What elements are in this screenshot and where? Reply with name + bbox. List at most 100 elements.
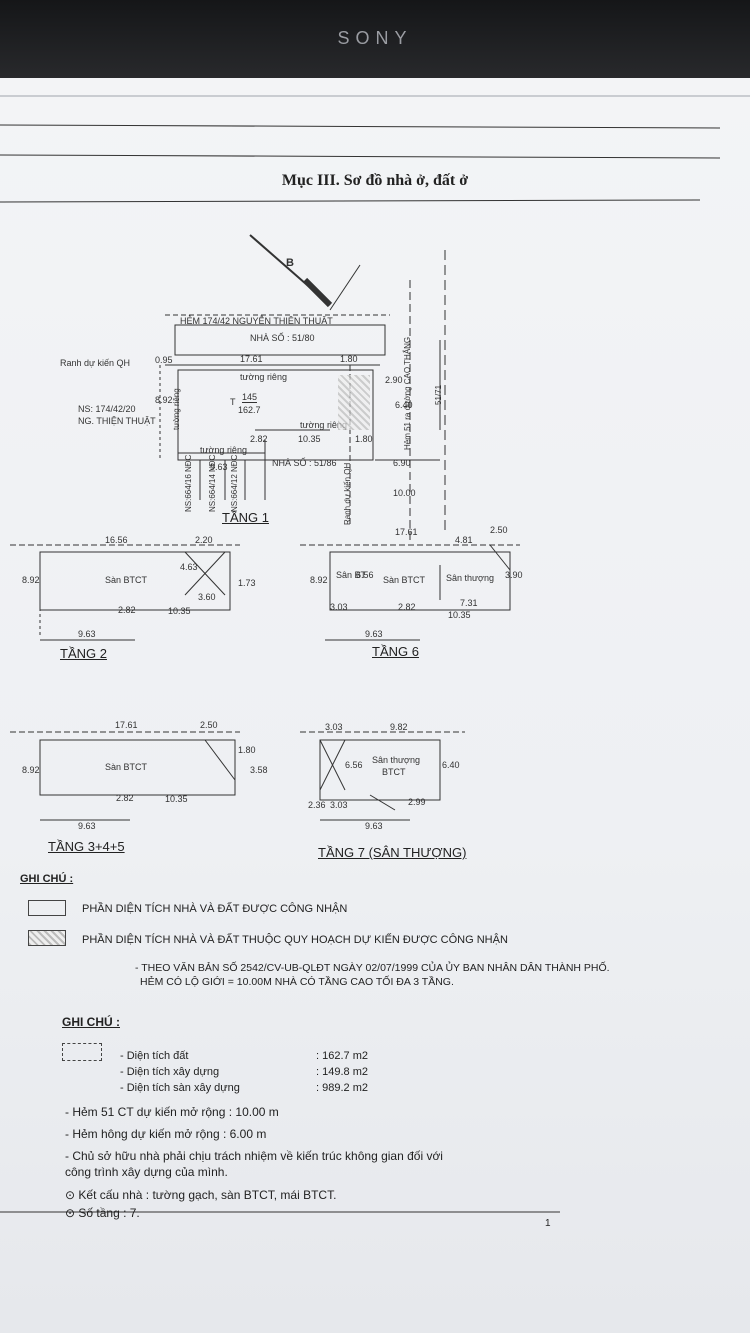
lot-area: 162.7 bbox=[238, 405, 261, 415]
f345-slab-label: Sàn BTCT bbox=[105, 762, 148, 772]
wall-label-1: tường riêng bbox=[240, 372, 287, 382]
f7-dim-2-36: 2.36 bbox=[308, 800, 326, 810]
notes-line-1: - THEO VĂN BẢN SỐ 2542/CV-UB-QLĐT NGÀY 0… bbox=[135, 962, 610, 974]
notes-line-2: HẺM CÓ LỘ GIỚI = 10.00M NHÀ CÓ TẦNG CAO … bbox=[140, 976, 454, 988]
notes2-line-3a: - Chủ sở hữu nhà phải chịu trách nhiệm v… bbox=[65, 1149, 443, 1163]
f6-terrace-label: Sân thượng bbox=[446, 573, 494, 583]
f6-dim-10-35: 10.35 bbox=[448, 610, 471, 620]
dim-2-82: 2.82 bbox=[250, 434, 268, 444]
f345-dim-8-92: 8.92 bbox=[22, 765, 40, 775]
f2-dim-2-82: 2.82 bbox=[118, 605, 136, 615]
f2-slab-label: Sàn BTCT bbox=[105, 575, 148, 585]
page-title: Mục III. Sơ đồ nhà ở, đất ở bbox=[281, 172, 469, 189]
f345-dim-2-50: 2.50 bbox=[200, 720, 218, 730]
alley-top-label: HẺM 174/42 NGUYỄN THIỆN THUẬT bbox=[180, 316, 333, 326]
f7-dim-6-56: 6.56 bbox=[345, 760, 363, 770]
notes2-line-2: - Hẻm hông dự kiến mở rộng : 6.00 m bbox=[65, 1127, 267, 1141]
page-number: 1 bbox=[545, 1218, 551, 1229]
area-build-value: : 149.8 m2 bbox=[316, 1066, 368, 1078]
notes2-line-1: - Hẻm 51 CT dự kiến mở rộng : 10.00 m bbox=[65, 1105, 279, 1119]
notes2-line-3b: công trình xây dựng của mình. bbox=[65, 1165, 228, 1179]
notes-heading-2: GHI CHÚ : bbox=[62, 1015, 120, 1029]
legend-recognized-swatch bbox=[28, 900, 66, 916]
neighbor-left-1: NS: 174/42/20 bbox=[78, 404, 136, 414]
f2-dim-2-20: 2.20 bbox=[195, 535, 213, 545]
floor-7-title: TẦNG 7 (SÂN THƯỢNG) bbox=[318, 845, 467, 860]
neighbor-left-2: NG. THIỆN THUẬT bbox=[78, 416, 156, 426]
neighbor-bottom-1: NS:664/16 NĐC bbox=[184, 454, 193, 512]
f2-dim-9-63: 9.63 bbox=[78, 629, 96, 639]
document-page: Mục III. Sơ đồ nhà ở, đất ở bbox=[0, 100, 750, 1333]
f6-dim-3-90: 3.90 bbox=[505, 570, 523, 580]
area-floor-label: - Diện tích sàn xây dựng bbox=[120, 1082, 240, 1094]
f2-dim-10-35: 10.35 bbox=[168, 606, 191, 616]
f6-dim-8-92: 8.92 bbox=[310, 575, 328, 585]
f345-dim-1-80: 1.80 bbox=[238, 745, 256, 755]
neighbor-bottom-3: NS:664/12 NĐC bbox=[230, 454, 239, 512]
f6-dim-4-81: 4.81 bbox=[455, 535, 473, 545]
f6-dim-17-61: 17.61 bbox=[395, 527, 418, 537]
legend-recognized-text: PHẦN DIỆN TÍCH NHÀ VÀ ĐẤT ĐƯỢC CÔNG NHẬN bbox=[82, 903, 348, 915]
floor-6-title: TẦNG 6 bbox=[372, 644, 419, 659]
f2-dim-4-63: 4.63 bbox=[180, 562, 198, 572]
legend-planned-swatch bbox=[28, 930, 66, 946]
wall-label-vertical: tường riêng bbox=[172, 388, 181, 430]
notes2-line-4: ⊙ Kết cấu nhà : tường gạch, sàn BTCT, má… bbox=[65, 1188, 337, 1202]
f2-dim-1-73: 1.73 bbox=[238, 578, 256, 588]
f2-dim-3-60: 3.60 bbox=[198, 592, 216, 602]
house-number-top: NHÀ SỐ : 51/80 bbox=[250, 333, 315, 343]
f7-dim-6-40: 6.40 bbox=[442, 760, 460, 770]
f2-dim-8-92: 8.92 bbox=[22, 575, 40, 585]
f7-dim-9-82: 9.82 bbox=[390, 722, 408, 732]
planned-boundary-label: Ranh dự kiến QH bbox=[60, 358, 131, 368]
dim-2-90: 2.90 bbox=[385, 375, 403, 385]
f345-dim-9-63: 9.63 bbox=[78, 821, 96, 831]
dim-0-95: 0.95 bbox=[155, 355, 173, 365]
paper-edge bbox=[0, 95, 750, 97]
paper-sheet bbox=[0, 78, 750, 1333]
area-build-label: - Diện tích xây dựng bbox=[120, 1066, 220, 1078]
f6-deck-label: Sân BT bbox=[336, 570, 367, 580]
f6-dim-3-03: 3.03 bbox=[330, 602, 348, 612]
area-land-label: - Diện tích đất bbox=[120, 1050, 189, 1062]
dim-6-40: 6.40 bbox=[395, 400, 413, 410]
floor-1-title: TẦNG 1 bbox=[222, 510, 269, 525]
alley-right-label: Hẻm 51 ra đường CAO THẮNG bbox=[403, 336, 412, 450]
floor-345-title: TẦNG 3+4+5 bbox=[48, 839, 125, 854]
neighbor-bottom-2: NS:664/14 NĐC bbox=[208, 454, 217, 512]
f345-dim-2-82: 2.82 bbox=[116, 793, 134, 803]
f6-dim-6-56: 6.56 bbox=[356, 570, 374, 580]
f7-slab-label: BTCT bbox=[382, 767, 406, 777]
f2-dim-16-56: 16.56 bbox=[105, 535, 128, 545]
f6-dim-9-63: 9.63 bbox=[365, 629, 383, 639]
road-code: 51/71 bbox=[434, 384, 443, 405]
dim-10-35: 10.35 bbox=[298, 434, 321, 444]
f6-dim-2-50: 2.50 bbox=[490, 525, 508, 535]
wall-label-2: tường riêng bbox=[300, 420, 347, 430]
brand-logo: SONY bbox=[337, 28, 413, 48]
dim-17-61: 17.61 bbox=[240, 354, 263, 364]
f6-dim-7-31: 7.31 bbox=[460, 598, 478, 608]
area-legend-swatch bbox=[62, 1043, 102, 1061]
dim-10-00: 10.00 bbox=[393, 488, 416, 498]
house-number-bottom: NHÀ SỐ : 51/86 bbox=[272, 458, 337, 468]
wall-label-3: tường riêng bbox=[200, 445, 247, 455]
f6-slab-label: Sàn BTCT bbox=[383, 575, 426, 585]
notes2-line-5: ⊙ Số tầng : 7. bbox=[65, 1206, 140, 1220]
notes-heading-1: GHI CHÚ : bbox=[20, 873, 74, 885]
f7-terrace-label: Sân thượng bbox=[372, 755, 420, 765]
f7-dim-9-63: 9.63 bbox=[365, 821, 383, 831]
area-land-value: : 162.7 m2 bbox=[316, 1050, 368, 1062]
area-floor-value: : 989.2 m2 bbox=[316, 1082, 368, 1094]
f7-dim-3-03-a: 3.03 bbox=[325, 722, 343, 732]
dim-1-80: 1.80 bbox=[340, 354, 358, 364]
f7-dim-2-99: 2.99 bbox=[408, 797, 426, 807]
f345-dim-10-35: 10.35 bbox=[165, 794, 188, 804]
lot-number: 145 bbox=[242, 392, 258, 403]
floor-2-title: TẦNG 2 bbox=[60, 646, 107, 661]
planned-boundary-vertical: Ranh dự kiến QH bbox=[343, 462, 352, 525]
f345-dim-3-58: 3.58 bbox=[250, 765, 268, 775]
dim-6-90: 6.90 bbox=[393, 458, 411, 468]
dim-9-63: 9.63 bbox=[210, 462, 228, 472]
drawing-lines bbox=[0, 124, 721, 1213]
